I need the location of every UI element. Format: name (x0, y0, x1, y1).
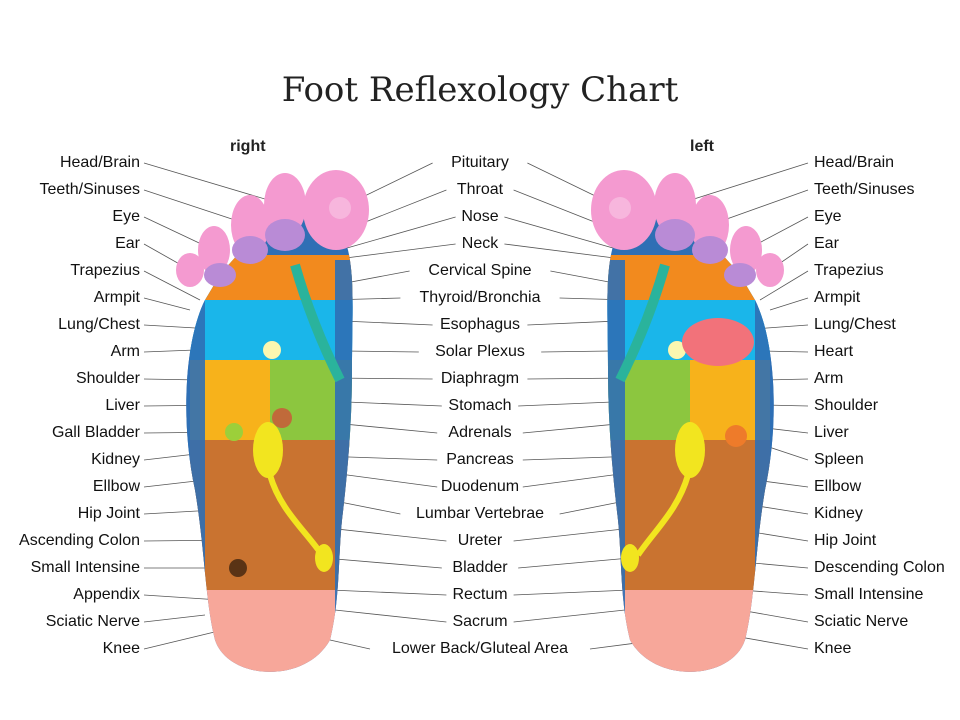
label-center-sacrum: Sacrum (370, 613, 590, 631)
label-left-foot-heart: Heart (814, 343, 954, 361)
label-right-foot-lung-chest: Lung/Chest (0, 316, 140, 334)
label-right-foot-hip-joint: Hip Joint (0, 505, 140, 523)
label-left-foot-sciatic-nerve: Sciatic Nerve (814, 613, 954, 631)
label-left-foot-ellbow: Ellbow (814, 478, 954, 496)
label-left-foot-descending-colon: Descending Colon (814, 559, 954, 577)
label-center-throat: Throat (370, 181, 590, 199)
label-left-foot-eye: Eye (814, 208, 954, 226)
label-center-neck: Neck (370, 235, 590, 253)
label-right-foot-trapezius: Trapezius (0, 262, 140, 280)
label-right-foot-head-brain: Head/Brain (0, 154, 140, 172)
label-right-foot-ear: Ear (0, 235, 140, 253)
label-center-pancreas: Pancreas (370, 451, 590, 469)
left-foot (591, 170, 784, 690)
label-center-pituitary: Pituitary (370, 154, 590, 172)
label-left-foot-armpit: Armpit (814, 289, 954, 307)
label-left-foot-hip-joint: Hip Joint (814, 532, 954, 550)
label-center-lumbar-vertebrae: Lumbar Vertebrae (370, 505, 590, 523)
label-left-foot-small-intensine: Small Intensine (814, 586, 954, 604)
label-right-foot-eye: Eye (0, 208, 140, 226)
label-center-bladder: Bladder (370, 559, 590, 577)
label-right-foot-gall-bladder: Gall Bladder (0, 424, 140, 442)
label-right-foot-ascending-colon: Ascending Colon (0, 532, 140, 550)
label-center-esophagus: Esophagus (370, 316, 590, 334)
label-center-cervical-spine: Cervical Spine (370, 262, 590, 280)
label-right-foot-sciatic-nerve: Sciatic Nerve (0, 613, 140, 631)
label-right-foot-kidney: Kidney (0, 451, 140, 469)
label-left-foot-lung-chest: Lung/Chest (814, 316, 954, 334)
label-center-nose: Nose (370, 208, 590, 226)
right-foot (176, 170, 369, 690)
label-center-thyroid-bronchia: Thyroid/Bronchia (370, 289, 590, 307)
label-left-foot-spleen: Spleen (814, 451, 954, 469)
label-center-lower-back-gluteal-area: Lower Back/Gluteal Area (370, 640, 590, 658)
label-right-foot-arm: Arm (0, 343, 140, 361)
label-left-foot-trapezius: Trapezius (814, 262, 954, 280)
label-left-foot-ear: Ear (814, 235, 954, 253)
label-center-ureter: Ureter (370, 532, 590, 550)
label-center-adrenals: Adrenals (370, 424, 590, 442)
label-left-foot-knee: Knee (814, 640, 954, 658)
label-right-foot-liver: Liver (0, 397, 140, 415)
label-center-rectum: Rectum (370, 586, 590, 604)
label-right-foot-ellbow: Ellbow (0, 478, 140, 496)
label-left-foot-head-brain: Head/Brain (814, 154, 954, 172)
label-right-foot-small-intensine: Small Intensine (0, 559, 140, 577)
label-right-foot-armpit: Armpit (0, 289, 140, 307)
label-right-foot-knee: Knee (0, 640, 140, 658)
label-center-stomach: Stomach (370, 397, 590, 415)
label-center-solar-plexus: Solar Plexus (370, 343, 590, 361)
label-center-diaphragm: Diaphragm (370, 370, 590, 388)
label-center-duodenum: Duodenum (370, 478, 590, 496)
label-right-foot-appendix: Appendix (0, 586, 140, 604)
label-right-foot-teeth-sinuses: Teeth/Sinuses (0, 181, 140, 199)
label-left-foot-kidney: Kidney (814, 505, 954, 523)
label-left-foot-liver: Liver (814, 424, 954, 442)
label-left-foot-shoulder: Shoulder (814, 397, 954, 415)
label-right-foot-shoulder: Shoulder (0, 370, 140, 388)
label-left-foot-teeth-sinuses: Teeth/Sinuses (814, 181, 954, 199)
label-left-foot-arm: Arm (814, 370, 954, 388)
